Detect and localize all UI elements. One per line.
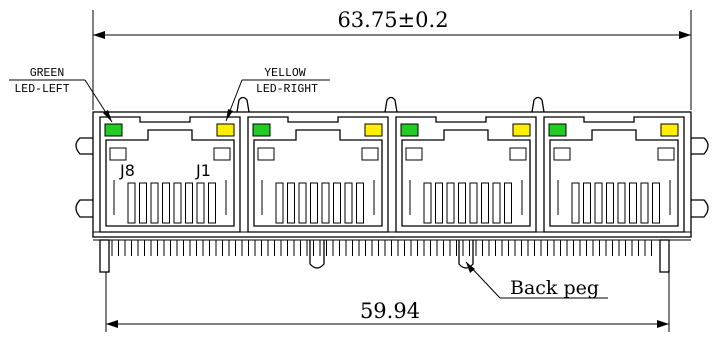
contact-finger — [310, 182, 318, 224]
green-label: GREEN — [30, 67, 65, 80]
contact-finger — [298, 182, 307, 224]
yellow-led — [216, 123, 235, 137]
latch-step — [361, 147, 379, 161]
contact-finger — [287, 182, 295, 224]
contact-finger — [458, 182, 466, 224]
contact-finger — [275, 182, 284, 224]
contact-finger — [344, 182, 353, 224]
yellow-led — [364, 123, 383, 137]
port-1 — [99, 116, 241, 233]
contact-finger — [617, 182, 626, 224]
green-led — [400, 123, 419, 137]
pins-group — [111, 240, 652, 256]
overall-width-dimension: 63.75±0.2 — [92, 8, 692, 110]
latch-step — [657, 147, 675, 161]
port-outline — [395, 116, 537, 233]
contact-finger — [504, 182, 512, 224]
port-opening — [105, 129, 235, 227]
contact-finger — [583, 182, 591, 224]
port-label-j1: J1 — [195, 161, 211, 180]
back-peg-callout: Back peg — [465, 261, 608, 299]
contact-finger — [173, 182, 182, 224]
contact-finger — [150, 182, 159, 224]
contact-finger — [435, 182, 443, 224]
overall-width-label: 63.75±0.2 — [337, 8, 448, 32]
green-led — [548, 123, 567, 137]
contact-finger — [423, 182, 432, 224]
port-opening — [549, 129, 679, 227]
contact-finger — [139, 182, 147, 224]
contact-finger — [606, 182, 614, 224]
pin-span-label: 59.94 — [360, 299, 420, 323]
contact-finger — [356, 182, 364, 224]
port-label-j8: J8 — [119, 161, 135, 180]
contact-finger — [127, 182, 136, 224]
contact-finger — [162, 182, 170, 224]
yellow-led — [660, 123, 679, 137]
contact-finger — [481, 182, 489, 224]
back-pegs — [309, 240, 474, 269]
led-left-callout: GREEN LED-LEFT — [9, 67, 113, 123]
contact-finger — [185, 182, 193, 224]
yellow-label: YELLOW — [264, 67, 306, 80]
pin-span-dimension: 59.94 — [105, 272, 670, 332]
contact-finger — [492, 182, 501, 224]
port-outline — [543, 116, 685, 233]
contact-finger — [321, 182, 330, 224]
contact-finger — [333, 182, 341, 224]
contact-finger — [640, 182, 649, 224]
led-right-label: LED-RIGHT — [256, 83, 318, 96]
led-right-callout: YELLOW LED-RIGHT — [225, 67, 330, 122]
contact-finger — [469, 182, 478, 224]
contact-finger — [571, 182, 580, 224]
port-outline — [247, 116, 389, 233]
latch-step — [109, 147, 127, 161]
led-left-label: LED-LEFT — [14, 83, 69, 96]
contact-finger — [652, 182, 660, 224]
green-led — [104, 123, 123, 137]
port-opening — [253, 129, 383, 227]
latch-step — [257, 147, 275, 161]
ports-group — [99, 116, 685, 233]
contact-finger — [629, 182, 637, 224]
latch-step — [509, 147, 527, 161]
yellow-led — [512, 123, 531, 137]
port-4 — [543, 116, 685, 233]
contact-finger — [594, 182, 603, 224]
port-3 — [395, 116, 537, 233]
contact-finger — [208, 182, 216, 224]
back-peg-label: Back peg — [510, 277, 599, 299]
latch-step — [213, 147, 231, 161]
port-outline — [99, 116, 241, 233]
contact-finger — [196, 182, 205, 224]
port-opening — [401, 129, 531, 227]
contact-finger — [446, 182, 455, 224]
latch-step — [553, 147, 571, 161]
latch-step — [405, 147, 423, 161]
green-led — [252, 123, 271, 137]
port-2 — [247, 116, 389, 233]
